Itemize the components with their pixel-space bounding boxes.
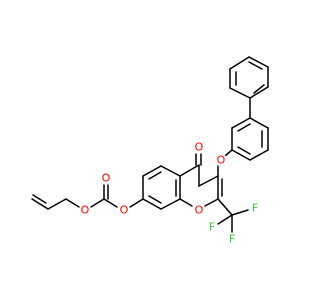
svg-text:O: O	[217, 154, 226, 167]
chemical-structure-diagram: O O O O O O F F	[31, 56, 269, 246]
atom-f1: F	[249, 202, 261, 215]
svg-text:O: O	[195, 141, 204, 154]
atom-f2: F	[226, 233, 238, 246]
svg-text:F: F	[252, 202, 258, 215]
svg-text:O: O	[81, 204, 90, 217]
atom-o-ketone: O	[193, 141, 205, 154]
atom-labels: O O O O O O F F	[79, 141, 261, 246]
svg-text:O: O	[102, 172, 111, 185]
svg-text:O: O	[120, 204, 129, 217]
atom-o-ring: O	[193, 204, 205, 217]
atom-o-ester-aryl: O	[118, 204, 130, 217]
atom-o-ester-allyl: O	[79, 204, 91, 217]
svg-text:F: F	[229, 233, 235, 246]
atom-f3: F	[206, 221, 218, 234]
bonds	[31, 56, 269, 233]
atom-o-ether: O	[215, 154, 227, 167]
svg-text:F: F	[209, 221, 215, 234]
atom-o-carbonyl-carbonate: O	[100, 172, 112, 185]
svg-text:O: O	[195, 204, 204, 217]
